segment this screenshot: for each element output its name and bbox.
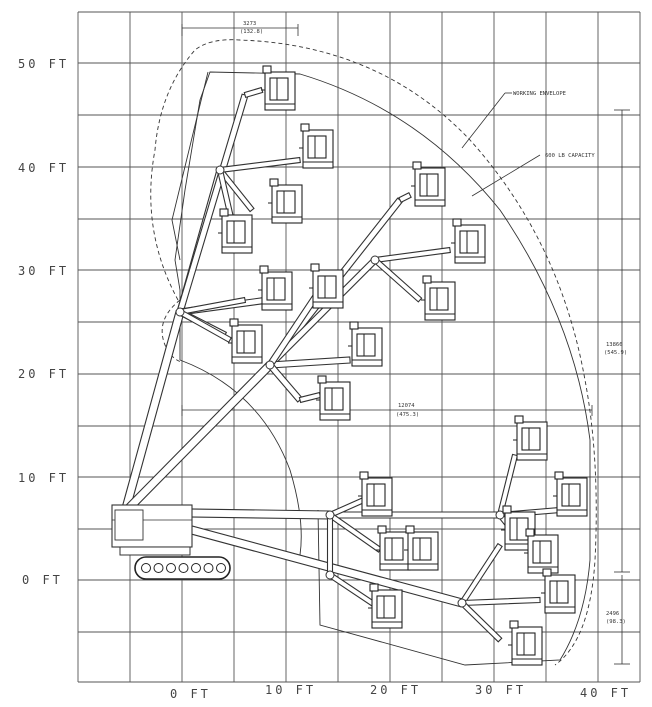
platform-basket [524,528,559,574]
x-label-40: 40 FT [580,686,631,700]
dim-mid-value: 12074 [398,403,415,409]
dim-top-value: 3273 [243,21,256,27]
boom-section [459,542,503,606]
platform-basket [268,178,303,224]
platform-basket [348,321,383,367]
x-label-0: 0 FT [170,687,211,701]
x-label-30: 30 FT [475,683,526,697]
platforms [218,65,588,666]
boom-section [374,246,451,264]
x-axis-labels: 0 FT 10 FT 20 FT 30 FT 40 FT [170,683,631,701]
callout-working-envelope: WORKING ENVELOPE [461,91,566,149]
track-wheel [166,563,176,573]
grid [77,11,641,683]
boom-joint [215,165,225,175]
inner-reach-arc [179,359,302,556]
track-wheel [203,563,214,573]
working-envelope-label: WORKING ENVELOPE [513,91,566,97]
platform-basket [421,275,456,321]
x-label-10: 10 FT [265,683,316,697]
platform-basket [261,65,296,111]
platform-basket [404,525,439,571]
platform-basket [358,471,393,517]
platform-basket [411,161,446,207]
platform-basket [451,218,486,264]
track-wheel [178,563,189,573]
dim-top-value-inch: (132.8) [240,29,263,35]
boom-section [329,511,501,519]
boom-joint [457,598,467,608]
boom-section [459,600,503,643]
boom-section [243,86,264,99]
boom-joint [370,255,380,265]
crawler-track [134,556,231,580]
boom-section [372,257,423,303]
y-axis-labels: 50 FT 40 FT 30 FT 20 FT 10 FT 0 FT [18,57,69,587]
capacity-envelope-outline [174,71,591,666]
platform-basket [553,471,588,517]
dim-right-value: 13866 [606,342,623,348]
platform-basket [368,583,403,629]
x-label-20: 20 FT [370,683,421,697]
platform-basket [258,265,293,311]
machine-base [111,504,231,580]
platform-basket [228,318,263,364]
boom-joint [495,510,505,520]
callout-capacity: 600 LB CAPACITY [471,153,595,197]
dimension-bottom: 2496 (98.3) [606,575,630,665]
platform-basket [218,208,253,254]
y-label-40: 40 FT [18,161,69,175]
y-label-20: 20 FT [18,367,69,381]
boom-joint [175,307,185,317]
working-envelope-outline [150,39,597,666]
boom-section [298,391,322,404]
track-wheel [153,563,164,573]
track-wheel [191,563,201,573]
platform-basket [508,620,543,666]
boom-section [176,93,249,314]
boom-section [219,156,301,174]
boom-section [398,192,412,203]
platform-basket [376,525,411,571]
boom-joint [265,360,275,370]
boom-section [178,309,232,343]
y-label-30: 30 FT [18,264,69,278]
working-envelope-inner-arc [161,299,183,363]
boom-joint [325,510,335,520]
boom-section [327,512,383,553]
dim-right-value-inch: (545.9) [604,350,627,356]
boom-section [266,362,304,403]
dimension-top: 3273 (132.8) [181,21,299,36]
y-label-10: 10 FT [18,471,69,485]
dimension-right: 13866 (545.9) [604,109,630,573]
y-label-50: 50 FT [18,57,69,71]
dim-mid-value-inch: (475.3) [396,412,419,418]
track-wheel [141,563,151,573]
dim-bottom-value-inch: (98.3) [606,619,626,625]
capacity-label: 600 LB CAPACITY [545,153,595,159]
boom-joint [325,570,335,580]
boom-section [326,514,334,576]
left-envelope-line [171,71,209,261]
dimension-mid: 12074 (475.3) [181,403,593,418]
track-wheel [216,563,226,573]
platform-basket [541,568,576,614]
y-label-0: 0 FT [22,573,63,587]
platform-basket [299,123,334,169]
platform-basket [316,375,351,421]
dim-bottom-value: 2496 [606,611,619,617]
platform-basket [309,263,344,309]
platform-basket [513,415,548,461]
boom-section [461,596,541,607]
